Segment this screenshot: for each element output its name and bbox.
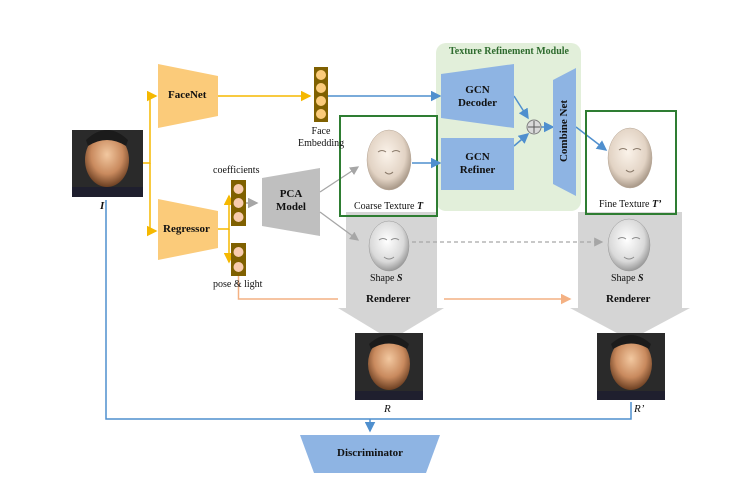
shape-left-label-text: Shape: [370, 273, 397, 284]
renderer-left-label: Renderer: [366, 293, 411, 305]
pose-light-vector: [231, 243, 246, 276]
regressor-block: [158, 199, 218, 260]
facenet-block: [158, 64, 218, 128]
render-right-symbol: R’: [634, 403, 645, 415]
pca-model-label-line2: Model: [276, 201, 306, 213]
coarse-texture-face-mesh: [366, 129, 412, 191]
renderer-left-arrow: [338, 212, 444, 340]
pca-model-block: [262, 168, 320, 236]
facenet-label: FaceNet: [168, 89, 207, 101]
face-embedding-label: Face Embedding: [298, 126, 344, 150]
pca-model-label: PCA Model: [262, 188, 320, 214]
render-right-image: [597, 333, 665, 400]
coarse-texture-symbol: T: [416, 201, 424, 212]
yellow-connectors: [143, 90, 312, 264]
fine-texture-face-mesh: [607, 127, 653, 189]
combine-sum-node: [526, 119, 542, 135]
shape-left-symbol: S: [396, 273, 403, 284]
shape-right-label-text: Shape: [611, 273, 638, 284]
input-symbol: I: [100, 200, 105, 212]
shape-right-label: Shape S: [611, 273, 644, 284]
fine-texture-label-text: Fine Texture: [599, 199, 652, 210]
fine-texture-label: Fine Texture T’: [599, 199, 661, 210]
pca-model-label-line1: PCA: [279, 188, 303, 200]
face-embedding-label-line1: Face: [311, 126, 331, 137]
face-embedding-vector: [314, 67, 328, 122]
gcn-refiner-label-line2: Refiner: [459, 164, 496, 176]
discriminator-block: [300, 435, 440, 473]
fine-texture-symbol: T’: [652, 199, 662, 210]
gcn-refiner-block: [441, 138, 514, 190]
gcn-refiner-label: GCN Refiner: [441, 151, 514, 177]
shape-left-label: Shape S: [370, 273, 403, 284]
module-title: Texture Refinement Module: [449, 46, 569, 57]
shape-right-symbol: S: [637, 273, 644, 284]
discriminator-label: Discriminator: [337, 447, 403, 459]
render-left-symbol: R: [384, 403, 391, 415]
discriminator-connectors: [105, 200, 632, 433]
pose-light-connector: [237, 276, 571, 299]
gcn-decoder-block: [441, 64, 514, 128]
gcn-refiner-label-line1: GCN: [465, 151, 490, 163]
blue-connectors: [328, 90, 608, 169]
coefficients-vector: [231, 180, 246, 226]
fine-texture-box: [585, 110, 677, 215]
combine-net-label: Combine Net: [558, 99, 570, 163]
coefficients-label: coefficients: [213, 165, 260, 176]
combine-net-block: [553, 68, 576, 196]
render-left-image: [355, 333, 423, 400]
gcn-decoder-label-line1: GCN: [465, 84, 490, 96]
shape-left-mesh: [368, 220, 410, 272]
gcn-decoder-label: GCN Decoder: [441, 84, 514, 110]
input-face-image: [72, 130, 143, 197]
shape-right-mesh: [607, 218, 651, 272]
coarse-texture-label-text: Coarse Texture: [354, 201, 417, 212]
coarse-texture-label: Coarse Texture T: [354, 201, 423, 212]
pose-light-label: pose & light: [213, 279, 263, 290]
regressor-label: Regressor: [163, 223, 210, 235]
renderer-right-label: Renderer: [606, 293, 651, 305]
face-embedding-label-line2: Embedding: [298, 138, 345, 149]
gcn-decoder-label-line2: Decoder: [457, 97, 498, 109]
